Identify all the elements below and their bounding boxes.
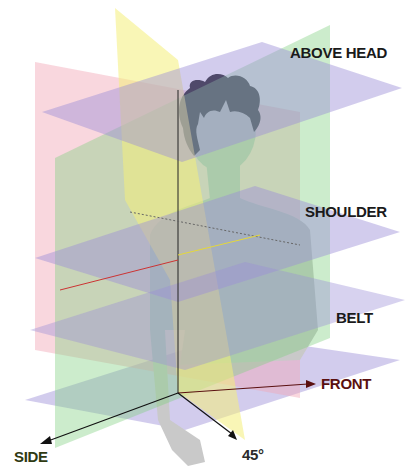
vertical-axis — [178, 90, 179, 393]
red-guide-line — [60, 260, 178, 290]
side-axis — [48, 393, 178, 441]
diagonal-axis — [178, 393, 232, 434]
axis-label: 45° — [242, 446, 264, 463]
front-arrowhead — [306, 380, 316, 388]
plane-label: SHOULDER — [305, 203, 387, 220]
axis-label: SIDE — [14, 448, 48, 465]
yellow-guide — [178, 235, 260, 255]
plane-label: BELT — [336, 309, 373, 326]
belt-plane — [30, 262, 405, 370]
side-arrowhead — [40, 436, 52, 444]
above-head-plane — [42, 42, 402, 162]
plane-label: ABOVE HEAD — [290, 44, 387, 61]
diagonal-arrowhead — [228, 430, 237, 440]
axis-label: FRONT — [321, 375, 371, 392]
dotted-guide — [130, 212, 300, 245]
front-axis — [178, 384, 308, 393]
